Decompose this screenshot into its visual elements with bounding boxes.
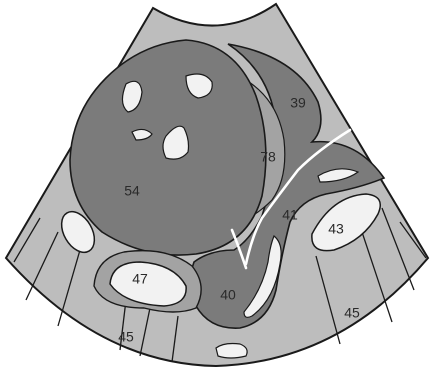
label-39: 39 <box>290 95 306 111</box>
bottom-blob <box>216 344 247 359</box>
label-78: 78 <box>260 149 276 165</box>
label-45-right: 45 <box>344 305 360 321</box>
label-47: 47 <box>132 271 148 287</box>
label-43: 43 <box>328 221 344 237</box>
label-40: 40 <box>220 287 236 303</box>
label-45-left: 45 <box>118 329 134 345</box>
label-54: 54 <box>124 183 140 199</box>
label-41: 41 <box>282 207 298 223</box>
